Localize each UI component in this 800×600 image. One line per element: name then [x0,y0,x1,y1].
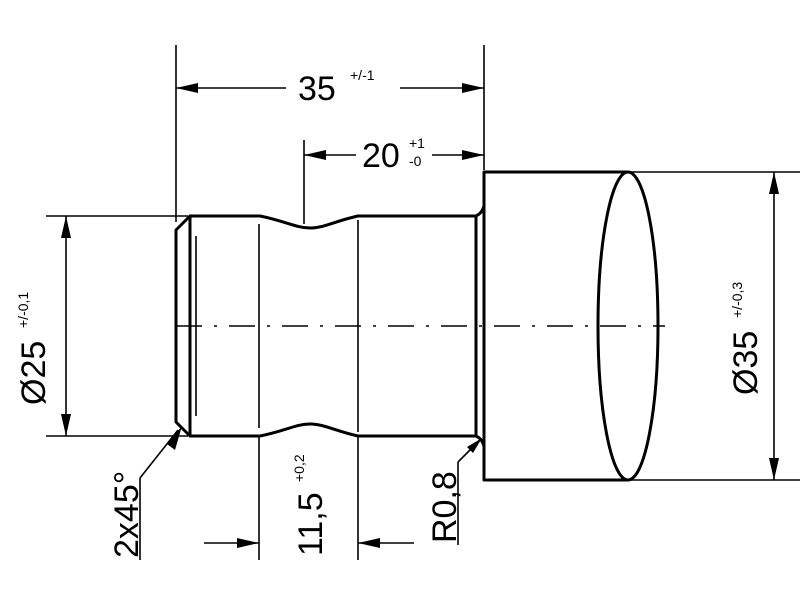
dim-diameter-head: Ø35 +/-0,3 [727,172,779,480]
dim-groove-width-tolerance: +0,2 [291,454,307,482]
dim-length-total-value: 35 [298,70,336,108]
dim-fillet-radius: R0,8 [426,438,482,545]
dim-diameter-shaft-value: Ø25 [15,341,53,405]
dim-diameter-head-value: Ø35 [727,331,765,395]
dim-length-total: 35 +/-1 [176,67,484,108]
dim-chamfer: 2x45° [108,426,182,560]
dim-diameter-shaft-tolerance: +/-0,1 [15,292,31,328]
dim-groove-width: 11,5 +0,2 [204,454,414,556]
dim-length-neck-tol-upper: +1 [409,135,425,151]
dim-groove-width-value: 11,5 [292,492,330,556]
dim-length-total-tolerance: +/-1 [350,67,375,83]
dim-length-neck-value: 20 [362,137,400,175]
dim-diameter-shaft: Ø25 +/-0,1 [15,216,71,436]
head-outline [482,170,628,482]
dim-length-neck: 20 +1 -0 [304,135,484,175]
shaft-outline [174,214,478,438]
dim-fillet-radius-value: R0,8 [426,471,464,543]
extension-lines [46,45,800,560]
dim-chamfer-value: 2x45° [108,471,146,558]
dim-diameter-head-tolerance: +/-0,3 [729,282,745,318]
dim-length-neck-tol-lower: -0 [409,153,422,169]
